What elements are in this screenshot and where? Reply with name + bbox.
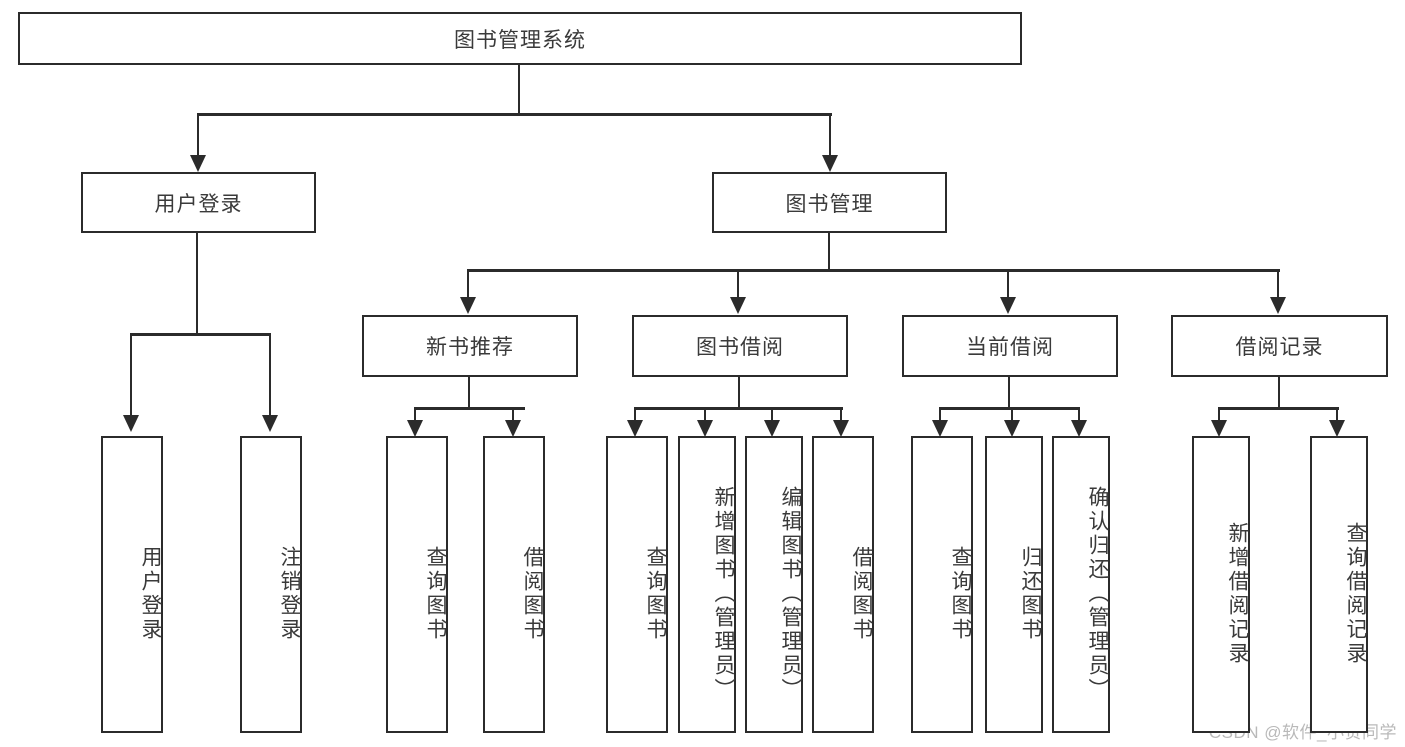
node-leaf-user-login[interactable]: 用户登录 [101, 436, 163, 733]
connector-line-vertical [1006, 269, 1010, 297]
connector-arrowhead [822, 155, 838, 172]
connector-arrowhead [1211, 420, 1227, 437]
connector-arrowhead [1329, 420, 1345, 437]
connector-line-vertical [703, 407, 707, 420]
connector-line-vertical [413, 407, 417, 420]
connector-arrowhead [730, 297, 746, 314]
connector-line-vertical [737, 377, 741, 409]
connector-line-vertical [736, 269, 740, 297]
node-current-borrow[interactable]: 当前借阅 [902, 315, 1118, 377]
node-new-book-recommend[interactable]: 新书推荐 [362, 315, 578, 377]
connector-arrowhead [833, 420, 849, 437]
connector-line-vertical [1010, 407, 1014, 420]
connector-arrowhead [505, 420, 521, 437]
node-label: 新增借阅记录 [1226, 521, 1249, 666]
connector-arrowhead [697, 420, 713, 437]
node-leaf-add-book-admin[interactable]: 新增图书（管理员） [678, 436, 736, 733]
connector-arrowhead [1004, 420, 1020, 437]
connector-line-vertical [1277, 377, 1281, 409]
node-label: 新书推荐 [426, 336, 514, 359]
connector-line-vertical [466, 269, 470, 297]
connector-line-vertical [1335, 407, 1339, 420]
connector-line-vertical [268, 333, 272, 415]
connector-line-vertical [1077, 407, 1081, 420]
connector-line-vertical [1007, 377, 1011, 409]
connector-arrowhead [932, 420, 948, 437]
node-label: 图书管理 [785, 192, 874, 216]
connector-line-vertical [511, 407, 515, 420]
node-leaf-logout[interactable]: 注销登录 [240, 436, 302, 733]
connector-arrowhead [123, 415, 139, 432]
connector-arrowhead [1000, 297, 1016, 314]
connector-line-vertical [129, 333, 133, 415]
connector-line-vertical [196, 113, 200, 155]
node-label: 借阅图书 [521, 545, 544, 642]
node-label: 确认归还（管理员） [1086, 485, 1109, 702]
node-book-management[interactable]: 图书管理 [712, 172, 947, 233]
node-user-login[interactable]: 用户登录 [81, 172, 316, 233]
connector-line-vertical [938, 407, 942, 420]
node-label: 查询借阅记录 [1344, 521, 1367, 666]
node-borrow-record[interactable]: 借阅记录 [1171, 315, 1388, 377]
connector-arrowhead [1071, 420, 1087, 437]
node-label: 用户登录 [154, 192, 243, 216]
node-label: 查询图书 [949, 545, 972, 642]
connector-arrowhead [407, 420, 423, 437]
node-leaf-query-book-rec[interactable]: 查询图书 [386, 436, 448, 733]
node-leaf-add-borrow-record[interactable]: 新增借阅记录 [1192, 436, 1250, 733]
connector-line-vertical [195, 233, 199, 335]
node-leaf-borrow-book[interactable]: 借阅图书 [812, 436, 874, 733]
node-leaf-edit-book-admin[interactable]: 编辑图书（管理员） [745, 436, 803, 733]
node-label: 查询图书 [424, 545, 447, 642]
node-leaf-return-book[interactable]: 归还图书 [985, 436, 1043, 733]
node-label: 新增图书（管理员） [712, 485, 735, 702]
node-leaf-query-book-borrow[interactable]: 查询图书 [606, 436, 668, 733]
connector-line-horizontal [468, 269, 1280, 272]
node-leaf-borrow-book-rec[interactable]: 借阅图书 [483, 436, 545, 733]
node-leaf-confirm-return-admin[interactable]: 确认归还（管理员） [1052, 436, 1110, 733]
connector-line-vertical [828, 113, 832, 155]
node-label: 当前借阅 [966, 336, 1054, 359]
node-label: 图书借阅 [696, 336, 784, 359]
connector-line-vertical [467, 377, 471, 409]
connector-arrowhead [460, 297, 476, 314]
connector-line-vertical [633, 407, 637, 420]
node-label: 查询图书 [644, 545, 667, 642]
connector-arrowhead [1270, 297, 1286, 314]
node-book-borrow[interactable]: 图书借阅 [632, 315, 848, 377]
node-label: 归还图书 [1019, 545, 1042, 642]
connector-arrowhead [190, 155, 206, 172]
connector-line-horizontal [198, 113, 832, 116]
connector-line-vertical [1276, 269, 1280, 297]
connector-line-vertical [1217, 407, 1221, 420]
node-leaf-query-borrow-record[interactable]: 查询借阅记录 [1310, 436, 1368, 733]
node-label: 用户登录 [139, 545, 162, 642]
connector-line-vertical [839, 407, 843, 420]
connector-line-vertical [827, 233, 831, 271]
connector-arrowhead [627, 420, 643, 437]
connector-line-vertical [770, 407, 774, 420]
node-leaf-query-book-current[interactable]: 查询图书 [911, 436, 973, 733]
node-label: 借阅记录 [1235, 336, 1324, 359]
connector-arrowhead [764, 420, 780, 437]
node-label: 注销登录 [278, 545, 301, 642]
node-root[interactable]: 图书管理系统 [18, 12, 1022, 65]
node-label: 编辑图书（管理员） [779, 485, 802, 702]
node-label: 借阅图书 [850, 545, 873, 642]
connector-arrowhead [262, 415, 278, 432]
connector-line-horizontal [131, 333, 271, 336]
connector-line-vertical [517, 65, 521, 115]
node-label: 图书管理系统 [454, 28, 586, 52]
